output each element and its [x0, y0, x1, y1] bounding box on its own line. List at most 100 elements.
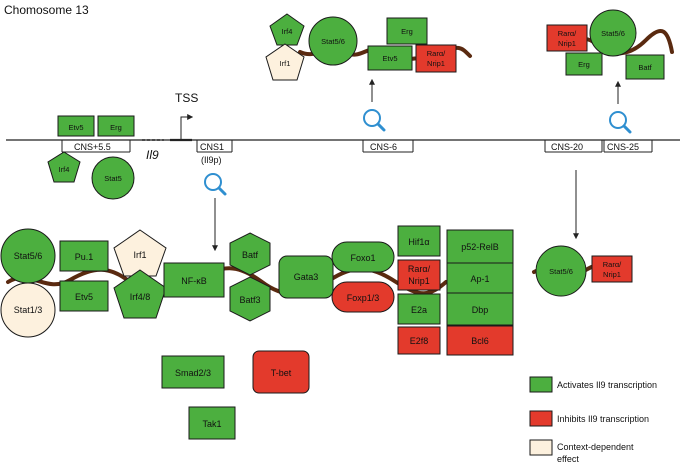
- region-cns20: CNS-20: [544, 140, 603, 153]
- label-cns6-irf1: Irf1: [280, 59, 291, 68]
- legend: Activates Il9 transcription Inhibits Il9…: [529, 376, 657, 464]
- label-cns25-erg: Erg: [578, 60, 590, 69]
- label-b-stat56: Stat5/6: [14, 251, 43, 261]
- label-b-nfkb: NF-κB: [181, 276, 207, 286]
- region-cns55: CNS+5.5: [61, 140, 131, 153]
- factor-b-dbp: [446, 292, 514, 326]
- factor-b-nfkb: [163, 262, 225, 298]
- label-b-e2a: E2a: [411, 305, 427, 315]
- factor-cns20-rara: [591, 255, 633, 283]
- tss-arrow-icon: [180, 114, 194, 140]
- factor-b-stat56: [0, 228, 56, 284]
- factor-cns25-rara: [546, 24, 588, 52]
- label-cns6-rara-2: Nrip1: [427, 59, 445, 68]
- label-b-e2f8: E2f8: [410, 336, 429, 346]
- region-cns6: CNS-6: [362, 140, 414, 153]
- factor-b-etv5: [59, 280, 109, 312]
- factor-b-tak1: [188, 406, 236, 440]
- label-b-stat13: Stat1/3: [14, 305, 43, 315]
- factor-b-gata3: [278, 255, 334, 299]
- factor-cns6-erg: [386, 17, 428, 45]
- label-b-hif1a: Hif1α: [408, 237, 429, 247]
- label-b-dbp: Dbp: [472, 305, 489, 315]
- factor-etv5-top: [57, 115, 95, 137]
- factor-b-ap1: [446, 262, 514, 294]
- label-b-tak1: Tak1: [202, 419, 221, 429]
- gene-label: Il9: [146, 148, 159, 162]
- label-b-batf: Batf: [242, 250, 259, 260]
- factor-b-hif1a: [397, 225, 441, 257]
- region-cns25: CNS-25: [603, 140, 653, 153]
- magnifier-icon: [362, 108, 386, 132]
- label-cns20: CNS-20: [551, 142, 583, 152]
- label-b-rara-1: Rarα/: [408, 264, 431, 274]
- factor-b-batf3: [229, 276, 271, 322]
- label-b-batf3: Batf3: [239, 295, 260, 305]
- label-stat5-top: Stat5: [104, 174, 122, 183]
- magnifier-icon: [608, 110, 632, 134]
- legend-label-context-2: effect: [557, 454, 579, 464]
- label-b-rara-2: Nrip1: [408, 276, 430, 286]
- factor-b-batf: [229, 232, 271, 276]
- legend-swatch-activates: [529, 376, 553, 393]
- factor-cns6-rara: [415, 44, 457, 73]
- label-b-smad: Smad2/3: [175, 368, 211, 378]
- factor-cns20-stat56: [535, 245, 587, 297]
- label-cns25-rara-2: Nrip1: [558, 39, 576, 48]
- factor-b-bcl6: [446, 325, 514, 356]
- label-b-foxo1: Foxo1: [350, 253, 375, 263]
- legend-swatch-inhibits: [529, 410, 553, 427]
- factor-b-e2f8: [397, 326, 441, 355]
- legend-label-inhibits: Inhibits Il9 transcription: [557, 414, 649, 424]
- label-cns20-rara-2: Nrip1: [603, 270, 621, 279]
- label-b-foxp13: Foxp1/3: [347, 293, 380, 303]
- label-irf4-top: Irf4: [59, 165, 70, 174]
- label-b-p52: p52-RelB: [461, 242, 499, 252]
- label-cns20-rara-1: Rarα/: [603, 260, 622, 269]
- region-cns1: CNS1 (Il9p): [196, 140, 233, 165]
- chromosome-title: Chomosome 13: [4, 3, 89, 17]
- label-cns6-rara-1: Rarα/: [427, 49, 446, 58]
- factor-cns6-etv5: [367, 45, 413, 71]
- label-cns6-stat56: Stat5/6: [321, 37, 345, 46]
- label-cns25-batf: Batf: [638, 63, 652, 72]
- label-b-ap1: Ap-1: [470, 274, 489, 284]
- factor-b-e2a: [397, 293, 441, 325]
- factor-cns25-batf: [625, 54, 665, 80]
- magnifier-icon: [203, 172, 227, 196]
- label-il9p: (Il9p): [201, 155, 222, 165]
- factor-b-tbet: [252, 350, 310, 394]
- label-cns20-stat56: Stat5/6: [549, 267, 573, 276]
- label-b-etv5: Etv5: [75, 292, 93, 302]
- label-b-irf48: Irf4/8: [130, 292, 151, 302]
- label-cns6-irf4: Irf4: [282, 27, 293, 36]
- legend-label-activates: Activates Il9 transcription: [557, 380, 657, 390]
- factor-b-foxp13: [331, 281, 395, 313]
- label-cns25: CNS-25: [607, 142, 639, 152]
- factor-b-smad: [161, 355, 225, 389]
- label-b-tbet: T-bet: [271, 368, 292, 378]
- factor-b-foxo1: [331, 241, 395, 273]
- label-b-gata3: Gata3: [294, 272, 319, 282]
- factor-cns6-irf1: [265, 43, 305, 81]
- factor-cns25-stat56: [589, 9, 637, 57]
- factor-irf4-top: [47, 151, 81, 183]
- label-cns6-erg: Erg: [401, 27, 413, 36]
- legend-label-context-1: Context-dependent: [557, 442, 634, 452]
- factor-cns25-erg: [565, 52, 603, 76]
- label-etv5-top: Etv5: [68, 123, 83, 132]
- label-cns6-etv5: Etv5: [382, 54, 397, 63]
- factor-stat5-top: [91, 156, 135, 200]
- label-b-irf1: Irf1: [133, 250, 146, 260]
- tss-label: TSS: [175, 91, 198, 105]
- factor-b-pu1: [59, 240, 109, 272]
- factor-b-rara: [397, 259, 441, 291]
- factor-cns6-stat56: [308, 16, 358, 66]
- label-cns25-stat56: Stat5/6: [601, 29, 625, 38]
- label-b-pu1: Pu.1: [75, 252, 94, 262]
- label-cns55: CNS+5.5: [74, 142, 111, 152]
- factor-erg-top: [97, 115, 135, 137]
- label-cns1: CNS1: [200, 142, 224, 152]
